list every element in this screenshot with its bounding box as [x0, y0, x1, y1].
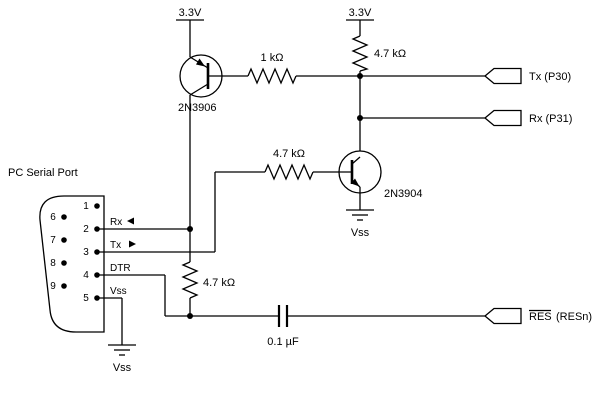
db9-shell: [39, 195, 105, 333]
q2-ground-label: Vss: [351, 227, 370, 239]
pin-7-number: 7: [50, 235, 56, 246]
q1-part-label: 2N3906: [178, 102, 217, 114]
q2-part-label: 2N3904: [384, 188, 423, 200]
output-tag-tx: Tx (P30): [483, 67, 571, 85]
pin-9: [61, 283, 67, 289]
ground-connector: Vss: [108, 344, 136, 374]
r2-value-label: 4.7 kΩ: [374, 48, 406, 60]
power-rail-right-label: 3.3V: [349, 7, 372, 19]
connector-title: PC Serial Port: [8, 167, 78, 179]
power-rail-left-label: 3.3V: [179, 7, 202, 19]
tx-direction-arrow-icon: [129, 240, 136, 248]
pin-dtr-label: DTR: [110, 263, 131, 274]
resistor-r2-pullup: 4.7 kΩ: [351, 35, 406, 76]
pin-7: [61, 237, 67, 243]
junction-dot: [357, 115, 363, 121]
pin-4-number: 4: [83, 270, 89, 281]
pin-3-number: 3: [83, 247, 89, 258]
pin-6-number: 6: [50, 212, 56, 223]
resistor-r4: 4.7 kΩ: [181, 229, 235, 316]
rx-tag-symbol: [483, 109, 522, 127]
transistor-q1-2n3906: 2N3906: [178, 54, 248, 229]
db9-connector: PC Serial Port 1 2 3 4 5 6 7 8 9 Rx Tx D…: [8, 167, 136, 333]
power-rail-right: 3.3V: [346, 7, 374, 36]
output-res-label: RES: [529, 311, 552, 323]
connector-ground-label: Vss: [113, 362, 132, 374]
output-tx-label: Tx (P30): [529, 71, 571, 83]
pin-vss-label: Vss: [110, 286, 127, 297]
output-wires: [296, 73, 485, 157]
ground-q2: Vss: [346, 209, 374, 239]
pin-6: [61, 214, 67, 220]
transistor-q2-2n3904: 2N3904: [313, 150, 423, 210]
capacitor-c1: 0.1 µF: [267, 305, 485, 348]
q1-emitter-arrow-icon: [196, 58, 205, 67]
pin-1-number: 1: [83, 201, 89, 212]
pin-2-number: 2: [83, 224, 89, 235]
resistor-r1: 1 kΩ: [247, 52, 297, 85]
c1-value-label: 0.1 µF: [267, 336, 299, 348]
tx-tag-symbol: [483, 67, 522, 85]
junction-dot: [357, 73, 363, 79]
q2-emitter-arrow-icon: [351, 178, 360, 187]
r4-value-label: 4.7 kΩ: [203, 277, 235, 289]
pin-5-number: 5: [83, 293, 89, 304]
r1-value-label: 1 kΩ: [261, 52, 284, 64]
resistor-r3-base: 4.7 kΩ: [215, 148, 314, 181]
pin-1: [94, 203, 100, 209]
pin-9-number: 9: [50, 281, 56, 292]
rx-direction-arrow-icon: [127, 217, 134, 225]
pin-8-number: 8: [50, 258, 56, 269]
pin-8: [61, 260, 67, 266]
connector-wires: [97, 172, 279, 345]
pin-tx-label: Tx: [110, 240, 121, 251]
r3-value-label: 4.7 kΩ: [273, 148, 305, 160]
output-res-suffix-label: (RESn): [556, 311, 592, 323]
output-rx-label: Rx (P31): [529, 113, 572, 125]
power-rail-left: 3.3V: [176, 7, 204, 57]
res-tag-symbol: [483, 307, 522, 325]
pin-rx-label: Rx: [110, 217, 122, 228]
output-tag-rx: Rx (P31): [483, 109, 572, 127]
output-tag-res: RES (RESn): [483, 307, 592, 325]
